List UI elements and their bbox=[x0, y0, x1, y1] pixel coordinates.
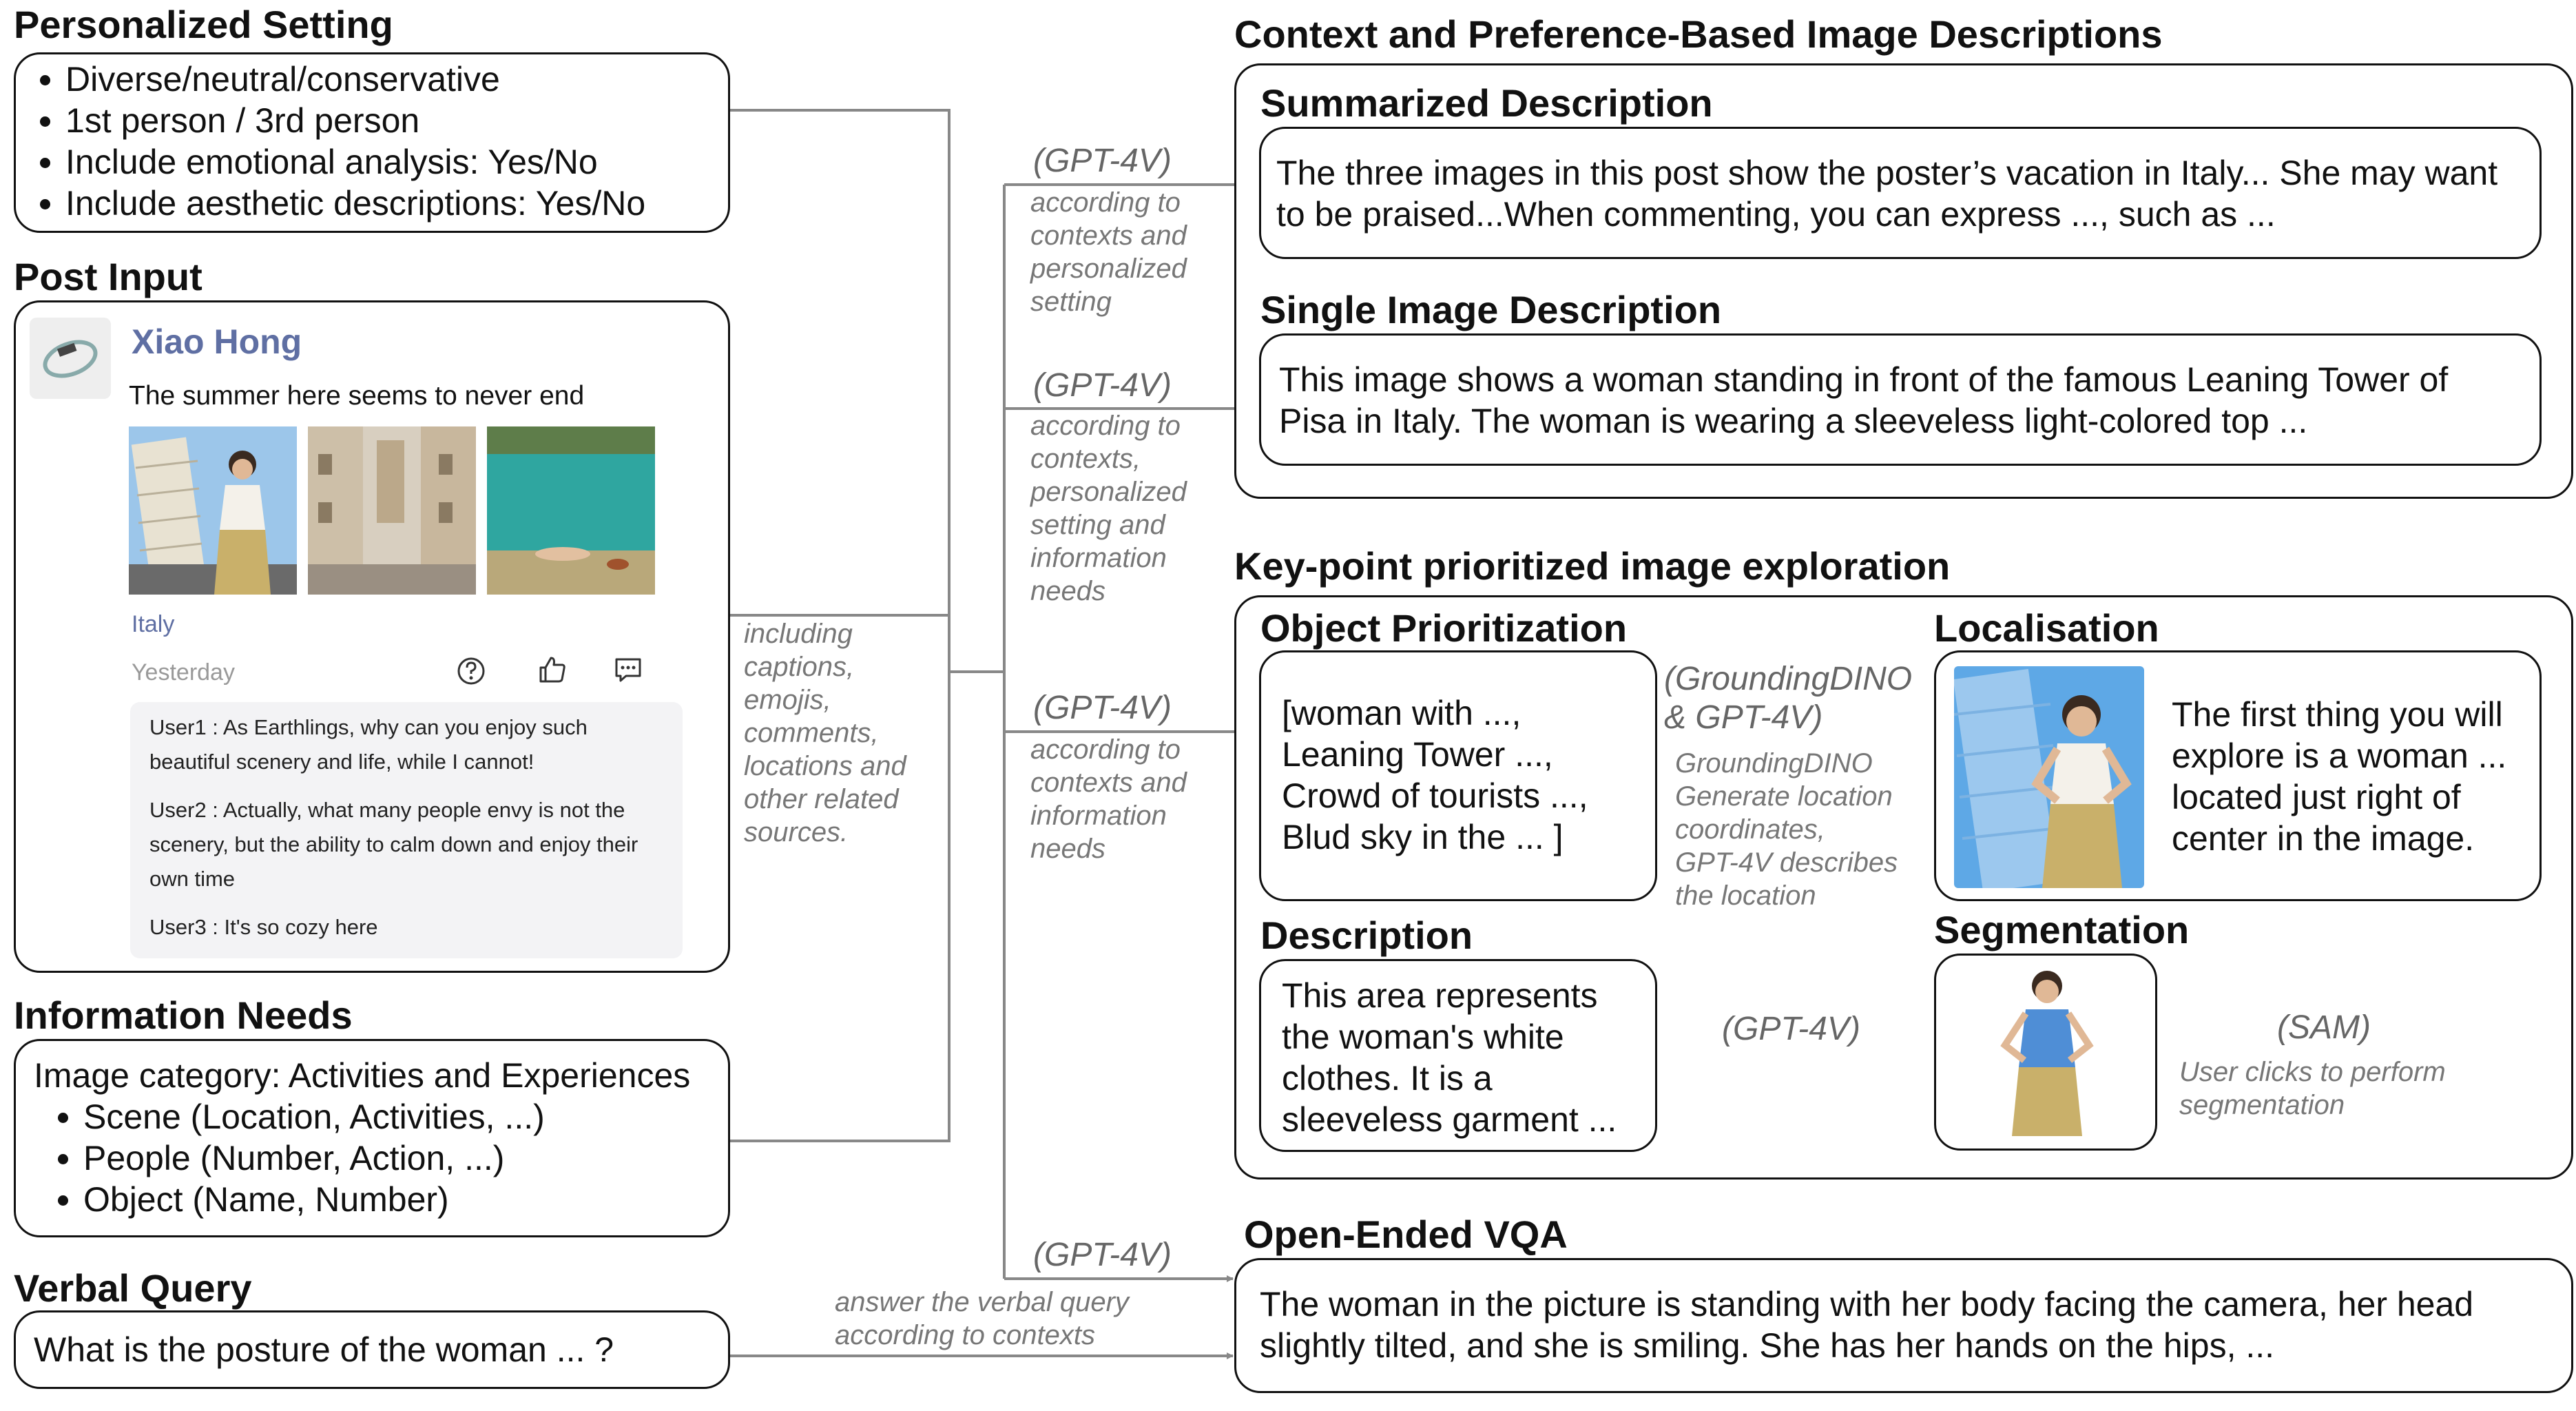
segmentation-box bbox=[1934, 954, 2157, 1151]
single-desc-box: This image shows a woman standing in fro… bbox=[1259, 333, 2542, 466]
keypoint-title: Key-point prioritized image exploration bbox=[1234, 544, 1951, 588]
list-item: Include aesthetic descriptions: Yes/No bbox=[65, 183, 645, 224]
photo-street bbox=[308, 426, 476, 595]
verbal-query-text: What is the posture of the woman ... ? bbox=[34, 1330, 614, 1369]
description-text: This area represents the woman's white c… bbox=[1282, 976, 1617, 1139]
gpt4v-desc-label: (GPT-4V) bbox=[1722, 1011, 1860, 1047]
list-item: Include emotional analysis: Yes/No bbox=[65, 141, 645, 183]
comments-panel: User1 : As Earthlings, why can you enjoy… bbox=[130, 702, 683, 958]
verbal-query-box[interactable]: What is the posture of the woman ... ? bbox=[14, 1310, 730, 1389]
vqa-text: The woman in the picture is standing wit… bbox=[1260, 1285, 2474, 1365]
photo-leaning-tower bbox=[129, 426, 297, 595]
localisation-title: Localisation bbox=[1934, 606, 2159, 650]
gpt4v-label-2: (GPT-4V) bbox=[1033, 367, 1172, 404]
sam-label: (SAM) bbox=[2277, 1009, 2371, 1046]
post-input-title: Post Input bbox=[14, 255, 202, 298]
gpt4v-label-3: (GPT-4V) bbox=[1033, 690, 1172, 726]
object-prioritization-title: Object Prioritization bbox=[1260, 606, 1628, 650]
grounding-model-label: (GroundingDINO& GPT-4V) bbox=[1664, 661, 1913, 736]
comment-line: scenery, but the ability to calm down an… bbox=[149, 832, 638, 856]
personalized-setting-title: Personalized Setting bbox=[14, 3, 393, 46]
verbal-query-title: Verbal Query bbox=[14, 1266, 252, 1310]
photo-segmented-woman bbox=[1965, 964, 2129, 1143]
localisation-box: The first thing you will explore is a wo… bbox=[1934, 650, 2542, 901]
comment-line: own time bbox=[149, 867, 236, 891]
post-photo-1[interactable] bbox=[129, 426, 297, 595]
personalized-setting-box: Diverse/neutral/conservative 1st person … bbox=[14, 52, 730, 233]
gpt4v-label-1: (GPT-4V) bbox=[1033, 143, 1172, 179]
single-desc-text: This image shows a woman standing in fro… bbox=[1279, 360, 2449, 440]
list-item: People (Number, Action, ...) bbox=[83, 1137, 545, 1179]
image-category: Image category: Activities and Experienc… bbox=[34, 1056, 691, 1095]
summarized-desc-text: The three images in this post show the p… bbox=[1276, 154, 2498, 234]
comment-icon[interactable] bbox=[612, 654, 644, 686]
summarized-desc-box: The three images in this post show the p… bbox=[1259, 127, 2542, 259]
comment-line: User3 : It's so cozy here bbox=[149, 915, 378, 939]
post-caption: The summer here seems to never end bbox=[129, 381, 585, 411]
information-needs-list: Scene (Location, Activities, ...) People… bbox=[43, 1096, 545, 1220]
post-time: Yesterday bbox=[132, 659, 235, 686]
vqa-title: Open-Ended VQA bbox=[1244, 1213, 1568, 1256]
personalized-setting-list: Diverse/neutral/conservative 1st person … bbox=[25, 59, 645, 224]
photo-lake bbox=[487, 426, 655, 595]
photo-localised-woman bbox=[1954, 666, 2144, 888]
information-needs-title: Information Needs bbox=[14, 993, 353, 1037]
comment-line: beautiful scenery and life, while I cann… bbox=[149, 750, 534, 774]
avatar[interactable] bbox=[30, 318, 111, 399]
description-box: This area represents the woman's white c… bbox=[1259, 959, 1657, 1152]
like-icon[interactable] bbox=[537, 654, 568, 686]
comment-line: User1 : As Earthlings, why can you enjoy… bbox=[149, 715, 588, 739]
vqa-box: The woman in the picture is standing wit… bbox=[1234, 1258, 2573, 1393]
list-item: Object (Name, Number) bbox=[83, 1179, 545, 1220]
bracelet-icon bbox=[43, 340, 98, 378]
segmentation-image[interactable] bbox=[1965, 964, 2129, 1143]
object-prioritization-text: [woman with ..., Leaning Tower ..., Crow… bbox=[1282, 694, 1588, 856]
localisation-image[interactable] bbox=[1954, 666, 2144, 888]
post-photo-3[interactable] bbox=[487, 426, 655, 595]
information-needs-box: Image category: Activities and Experienc… bbox=[14, 1039, 730, 1237]
post-photo-2[interactable] bbox=[308, 426, 476, 595]
gpt4v-label-4: (GPT-4V) bbox=[1033, 1237, 1172, 1273]
post-username[interactable]: Xiao Hong bbox=[132, 322, 302, 361]
post-location[interactable]: Italy bbox=[132, 611, 175, 637]
summarized-desc-title: Summarized Description bbox=[1260, 81, 1713, 125]
context-desc-title: Context and Preference-Based Image Descr… bbox=[1234, 12, 2163, 56]
comment-line: User2 : Actually, what many people envy … bbox=[149, 798, 625, 822]
list-item: Diverse/neutral/conservative bbox=[65, 59, 645, 100]
segmentation-title: Segmentation bbox=[1934, 908, 2190, 951]
object-prioritization-box: [woman with ..., Leaning Tower ..., Crow… bbox=[1259, 650, 1657, 901]
help-icon[interactable] bbox=[455, 655, 487, 687]
list-item: 1st person / 3rd person bbox=[65, 100, 645, 141]
single-desc-title: Single Image Description bbox=[1260, 288, 1722, 331]
post-card: Xiao Hong The summer here seems to never… bbox=[14, 300, 730, 973]
description-title: Description bbox=[1260, 914, 1473, 957]
localisation-text: The first thing you will explore is a wo… bbox=[2172, 695, 2507, 858]
list-item: Scene (Location, Activities, ...) bbox=[83, 1096, 545, 1137]
